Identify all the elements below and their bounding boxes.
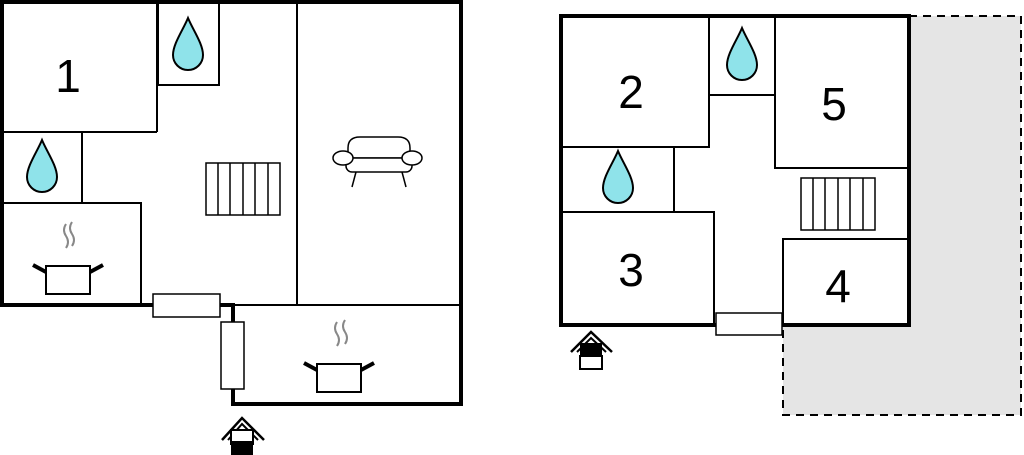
entrance-house-icon: [570, 330, 613, 370]
room-number-4: 4: [825, 260, 851, 312]
sofa-icon: [332, 136, 423, 188]
stairs-icon: [205, 162, 281, 216]
door-opening: [152, 293, 221, 318]
terrace-area: [782, 15, 1022, 416]
upper-floor-plan: 2 3 4 5: [559, 14, 1022, 416]
entrance-house-icon: [221, 416, 265, 455]
room-number-5: 5: [821, 78, 847, 130]
ground-floor-outer-wall: [0, 0, 463, 406]
room-number-2: 2: [618, 66, 644, 118]
cooking-pot-icon: [32, 221, 104, 295]
upper-floor-interior-walls: [561, 16, 909, 325]
water-drop-icon: [171, 15, 205, 71]
water-drop-icon: [25, 137, 59, 193]
door-opening: [715, 312, 783, 336]
ground-floor-plan: 1: [0, 0, 463, 455]
stairs-icon: [800, 177, 876, 231]
room-number-1: 1: [55, 50, 81, 102]
room-number-3: 3: [618, 244, 644, 296]
water-drop-icon: [725, 25, 759, 81]
cooking-pot-icon: [303, 319, 375, 393]
water-drop-icon: [601, 148, 635, 204]
door-opening: [220, 321, 245, 390]
ground-floor-interior-walls: [2, 2, 461, 306]
